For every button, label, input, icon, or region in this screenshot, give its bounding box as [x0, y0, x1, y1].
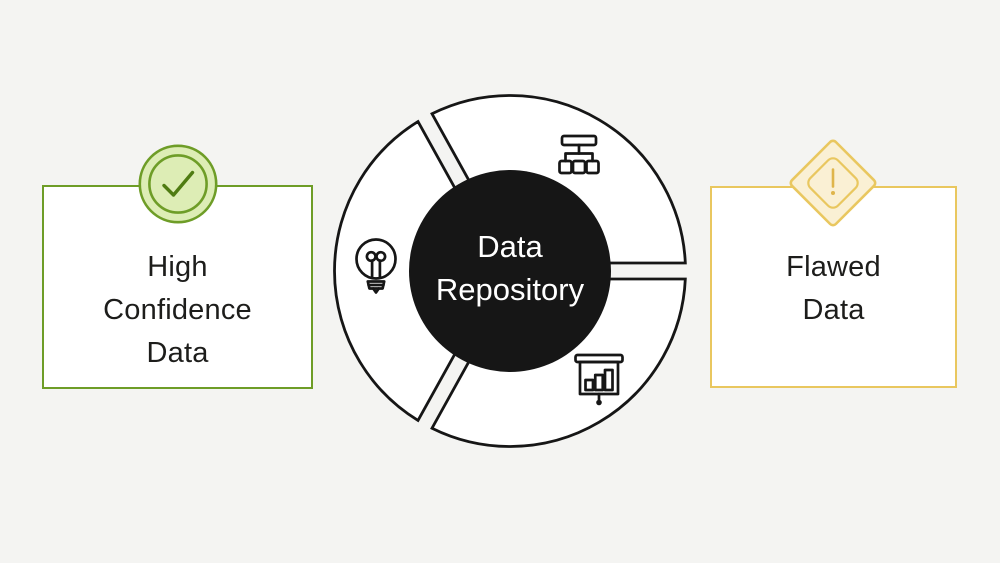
org-chart-icon [558, 134, 600, 175]
high-confidence-label: High Confidence Data [103, 251, 252, 369]
warning-badge-inner-diamond [807, 157, 859, 209]
warning-diamond-icon [789, 139, 877, 227]
lightbulb-icon [355, 238, 397, 294]
flawed-data-label: Flawed Data [786, 251, 881, 326]
exclamation-dot [831, 191, 835, 195]
data-repository-circle [409, 170, 611, 372]
data-repository-donut [333, 94, 687, 448]
flawed-data-card [710, 186, 957, 388]
presentation-chart-icon [574, 353, 624, 406]
checkmark-glyph [162, 170, 195, 197]
check-badge-inner-ring [148, 154, 208, 214]
data-repository-label: Data Repository [435, 229, 585, 307]
check-badge-outer-circle [138, 144, 218, 224]
check-circle-icon [138, 144, 218, 224]
